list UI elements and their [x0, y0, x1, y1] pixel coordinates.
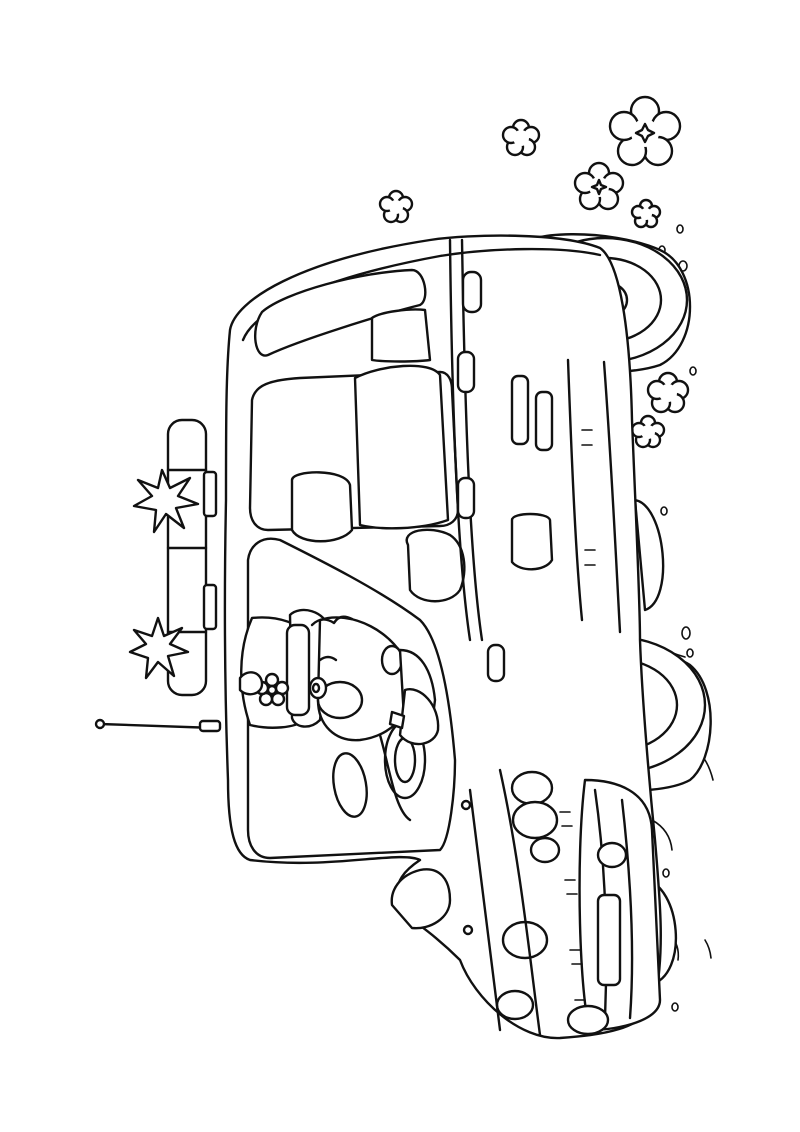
far-rear-wheel [635, 500, 663, 610]
flash-star-icon [134, 470, 198, 532]
siren-light-bar [130, 420, 216, 695]
flower-right-2 [632, 416, 664, 447]
hood-detail-lines [560, 430, 595, 1000]
flower-right-1 [648, 373, 688, 412]
flower-small-3 [632, 200, 660, 227]
flower-small-2 [380, 191, 412, 222]
car-body [96, 236, 661, 1038]
flowers-top [380, 97, 680, 227]
flash-star-icon [130, 618, 188, 678]
headlight-top [512, 772, 626, 867]
flowers-right [632, 373, 688, 447]
flower-small-1 [503, 120, 539, 155]
police-officer [240, 610, 438, 820]
flower-large [610, 97, 680, 165]
headlight-bottom [497, 922, 608, 1034]
flower-medium [575, 163, 623, 209]
